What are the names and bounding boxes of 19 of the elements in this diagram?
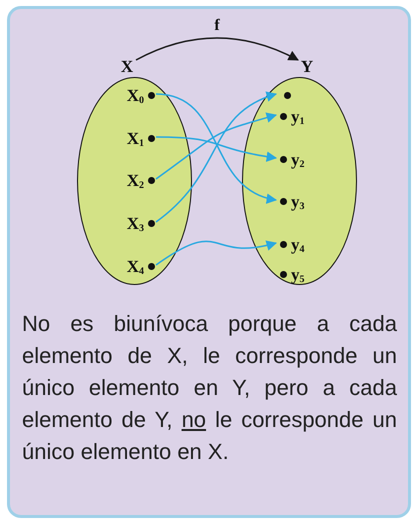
element-label: X$_{0}$ (126, 86, 144, 104)
mapping-arrow (156, 136, 278, 162)
element-label: y$_{2}$ (291, 150, 304, 168)
edge-label: f (214, 18, 220, 34)
element-label: y$_{4}$ (291, 236, 304, 252)
mapping-arrow (156, 112, 277, 180)
element-label: X$_{2}$ (126, 172, 144, 188)
mapping-arrow (136, 37, 299, 61)
element-label: X$_{4}$ (126, 258, 144, 274)
set-name: X (120, 58, 134, 74)
set-name: Y (300, 58, 314, 74)
element-label: y$_{5}$ (291, 266, 304, 282)
element-label: X$_{1}$ (126, 130, 144, 146)
element-label: y$_{3}$ (291, 192, 304, 210)
explanation-text: No es biunívoca porque a cada elemento de X, le corresponde un único elemento en Y, pero a cada elemento de Y, no le corresponde un único elemento en X. (22, 310, 397, 466)
element-label: X$_{3}$ (126, 214, 144, 232)
element-label: y$_{1}$ (291, 108, 304, 124)
mapping-arrow (156, 92, 277, 223)
mapping-arrow (156, 240, 278, 266)
